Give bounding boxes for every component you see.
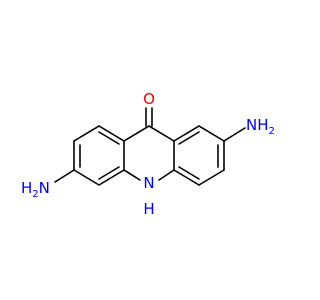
bond-c8-c8a-inner	[178, 131, 200, 145]
bond-c6-c5	[198, 169, 225, 186]
bond-c9-c8a	[148, 125, 175, 142]
carbonyl-double-bond	[145, 107, 153, 127]
bond-c3-c4	[73, 169, 100, 186]
bond-c4-c4a-inner	[98, 166, 120, 180]
bond-c8-c7	[198, 125, 225, 142]
oxygen-label: O	[143, 90, 155, 108]
amine-left-h: H	[21, 179, 32, 197]
amine-right-subscript: 2	[269, 126, 275, 137]
bond-c4-c4a	[98, 169, 125, 186]
ring-nitrogen-letter: N	[143, 174, 154, 192]
amine-right-n: N	[246, 116, 257, 134]
amine-right-h: H	[257, 116, 268, 134]
bond-c1-c9a-inner	[98, 131, 120, 145]
ring-nh-label: N H	[143, 174, 154, 218]
bond-c7-nh2	[223, 127, 246, 142]
bond-c1-c2	[73, 125, 100, 142]
bond-c5-c10a-inner	[178, 166, 200, 180]
right-benzene-ring	[173, 125, 225, 186]
bond-c9-c9a	[123, 125, 150, 142]
amine-left-n: N	[39, 179, 50, 197]
bond-c5-c10a	[173, 169, 200, 186]
acridone-structure-diagram: O N H NH2 H2N	[21, 90, 275, 218]
left-benzene-ring	[73, 125, 125, 186]
bond-c4a-n10	[123, 169, 141, 181]
bond-n10-c10a	[158, 169, 175, 181]
bond-c9a-c1	[98, 125, 125, 142]
amine-right-label: NH2	[246, 116, 275, 137]
bond-c3-nh2	[54, 169, 75, 183]
bond-c8a-c8	[173, 125, 200, 142]
amine-left-subscript: 2	[32, 189, 38, 200]
amine-bonds	[54, 127, 246, 183]
ring-nitrogen-hydrogen: H	[143, 200, 154, 218]
amine-left-label: H2N	[21, 179, 50, 200]
central-ring-bonds	[123, 125, 175, 181]
